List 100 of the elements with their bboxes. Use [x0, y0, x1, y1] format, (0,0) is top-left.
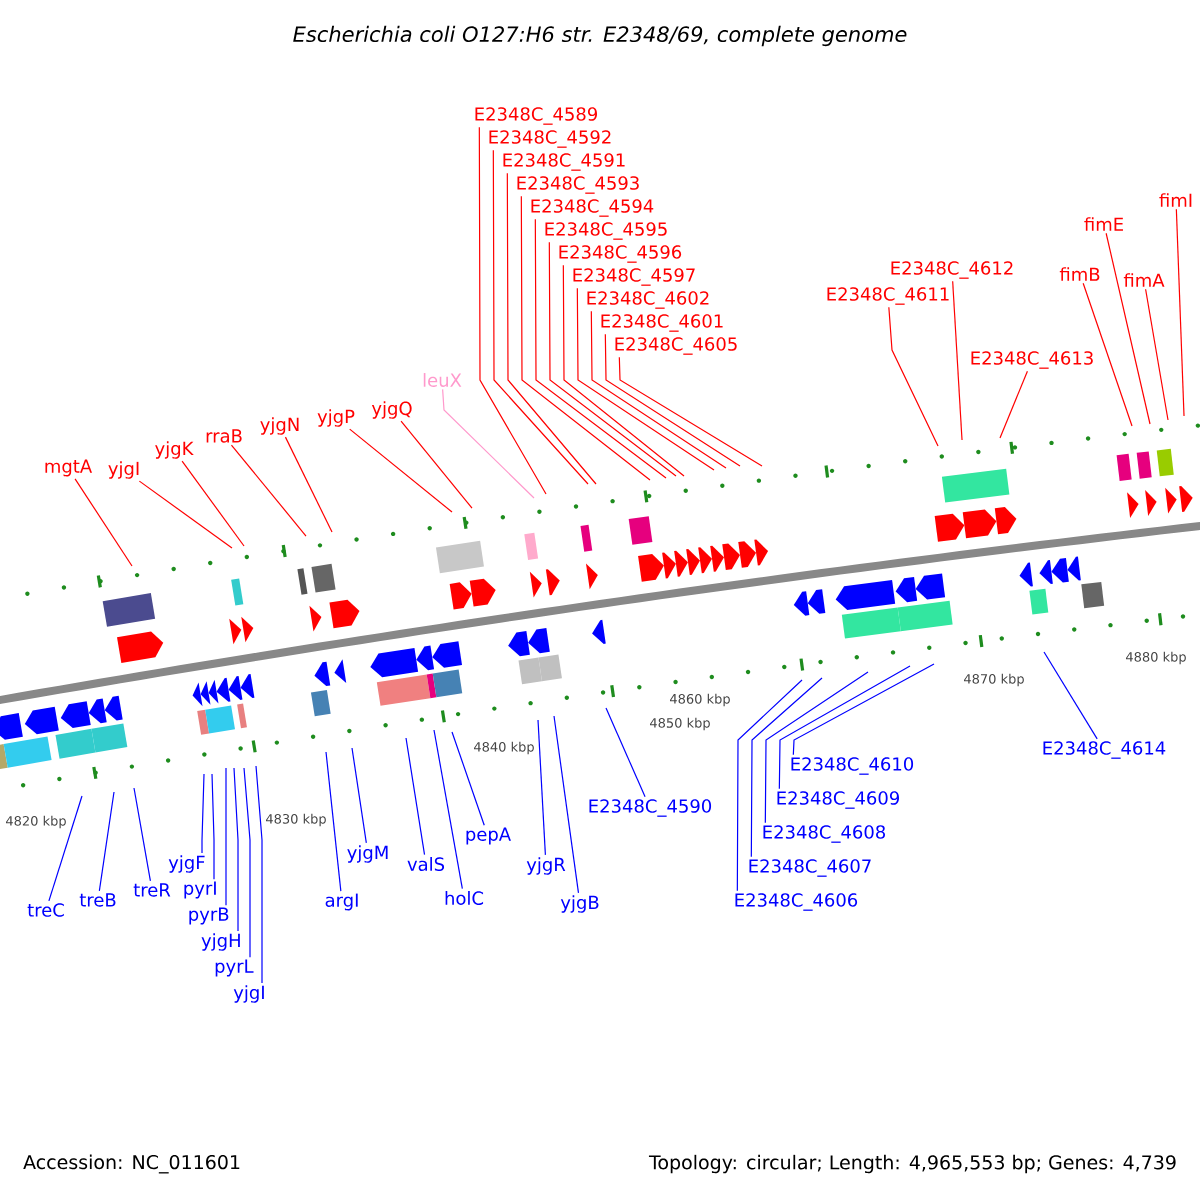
leader-line	[325, 751, 342, 892]
gene-label: E2348C_4607	[749, 859, 871, 877]
leader-line	[604, 333, 741, 467]
gene-label: E2348C_4594	[531, 199, 654, 217]
gene-label: E2348C_4610	[791, 757, 914, 775]
gene-label: yjgN	[260, 417, 299, 435]
leader-line	[736, 679, 803, 892]
leader-line	[562, 264, 685, 477]
gene-label: E2348C_4606	[735, 893, 858, 911]
gene-label: E2348C_4590	[589, 799, 712, 817]
leader-line	[492, 149, 589, 485]
leader-line	[225, 767, 227, 906]
leader-line	[618, 356, 763, 467]
gene-label: yjgQ	[371, 401, 412, 419]
leader-line	[750, 677, 823, 858]
leader-line	[1082, 282, 1133, 427]
leader-line	[520, 195, 651, 481]
gene-label: E2348C_4614	[1043, 741, 1166, 759]
leader-line	[534, 218, 667, 479]
leader-line	[233, 767, 239, 932]
leader-line	[764, 671, 869, 824]
gene-label: pyrB	[189, 907, 229, 925]
footer-text: Accession: NC_011601	[23, 1154, 240, 1174]
gene-label: E2348C_4609	[777, 791, 899, 809]
leader-line	[537, 719, 546, 856]
gene-label: yjgH	[201, 933, 240, 951]
leader-line	[952, 280, 963, 441]
gene-label: pyrL	[215, 959, 254, 977]
leader-line	[284, 436, 333, 533]
title: Escherichia coli O127:H6 str. E2348/69, complete genome	[293, 25, 907, 47]
gene-label: fimA	[1123, 273, 1165, 287]
leader-line	[243, 767, 251, 958]
gene-label: yjgI	[233, 985, 264, 1003]
leader-line	[351, 747, 367, 844]
leader-line	[98, 791, 115, 892]
gene-label: E2348C_4611	[827, 287, 949, 305]
leader-line	[792, 663, 935, 756]
leader-line	[778, 665, 911, 790]
gene-label: fimI	[1159, 193, 1192, 207]
leader-line	[1043, 651, 1098, 740]
leader-line	[999, 370, 1028, 439]
gene-label: E2348C_4605	[615, 337, 737, 355]
leader-line	[138, 480, 233, 549]
leader-line	[74, 478, 133, 567]
gene-label: E2348C_4593	[517, 176, 639, 194]
gene-label: yjgF	[168, 855, 205, 873]
gene-label: argI	[325, 893, 358, 911]
leader-line	[349, 428, 453, 513]
leader-line	[1105, 232, 1151, 425]
gene-label: E2348C_4591	[503, 153, 625, 171]
leader-line	[405, 737, 426, 856]
leader-line	[442, 388, 535, 499]
gene-label: E2348C_4613	[971, 351, 1093, 369]
leader-line	[211, 773, 215, 880]
leader-line	[1175, 208, 1185, 417]
gene-label: valS	[407, 857, 445, 871]
gene-label: yjgB	[560, 895, 599, 913]
gene-label: pepA	[466, 827, 511, 845]
gene-label: treC	[27, 903, 64, 917]
gene-label: E2348C_4597	[573, 268, 695, 286]
leader-line	[553, 715, 580, 894]
gene-label: E2348C_4601	[601, 314, 723, 332]
gene-label: yjgM	[347, 845, 388, 863]
leader-line	[451, 731, 485, 826]
footer-text: Topology: circular; Length: 4,965,553 bp; Genes: 4,739	[648, 1154, 1176, 1174]
leader-line	[506, 172, 597, 485]
gene-label: fimE	[1084, 217, 1123, 231]
gene-label: yjgR	[526, 857, 566, 875]
leader-line	[478, 126, 547, 495]
leader-line	[201, 773, 205, 854]
gene-label: yjgI	[108, 461, 139, 479]
gene-label: E2348C_4589	[475, 107, 597, 125]
gene-label: holC	[445, 891, 484, 905]
leader-line	[605, 707, 646, 798]
leader-line	[48, 795, 83, 902]
leader-line	[133, 787, 151, 882]
gene-label: E2348C_4608	[763, 825, 886, 843]
gene-label: E2348C_4602	[587, 291, 709, 309]
gene-label: yjgP	[317, 409, 355, 427]
gene-label: E2348C_4595	[545, 222, 667, 240]
gene-label: yjgK	[155, 441, 194, 459]
leader-line	[255, 765, 263, 984]
gene-label: fimB	[1059, 267, 1100, 281]
gene-label: mgtA	[45, 459, 92, 477]
leader-line	[576, 287, 715, 471]
gene-label: treR	[133, 883, 171, 897]
gene-label: rraB	[206, 429, 242, 443]
gene-label: E2348C_4612	[891, 261, 1013, 279]
leader-line	[181, 460, 245, 547]
leader-line	[590, 310, 727, 469]
leader-line	[433, 729, 463, 890]
gene-label: E2348C_4592	[489, 130, 611, 148]
leader-line	[548, 241, 677, 477]
leader-line	[400, 420, 473, 509]
leader-line	[230, 444, 307, 537]
gene-label: pyrI	[184, 881, 216, 899]
gene-label: treB	[79, 893, 116, 907]
leader-line	[888, 306, 939, 447]
leader-line	[1145, 288, 1169, 421]
gene-label: leuX	[423, 373, 462, 387]
